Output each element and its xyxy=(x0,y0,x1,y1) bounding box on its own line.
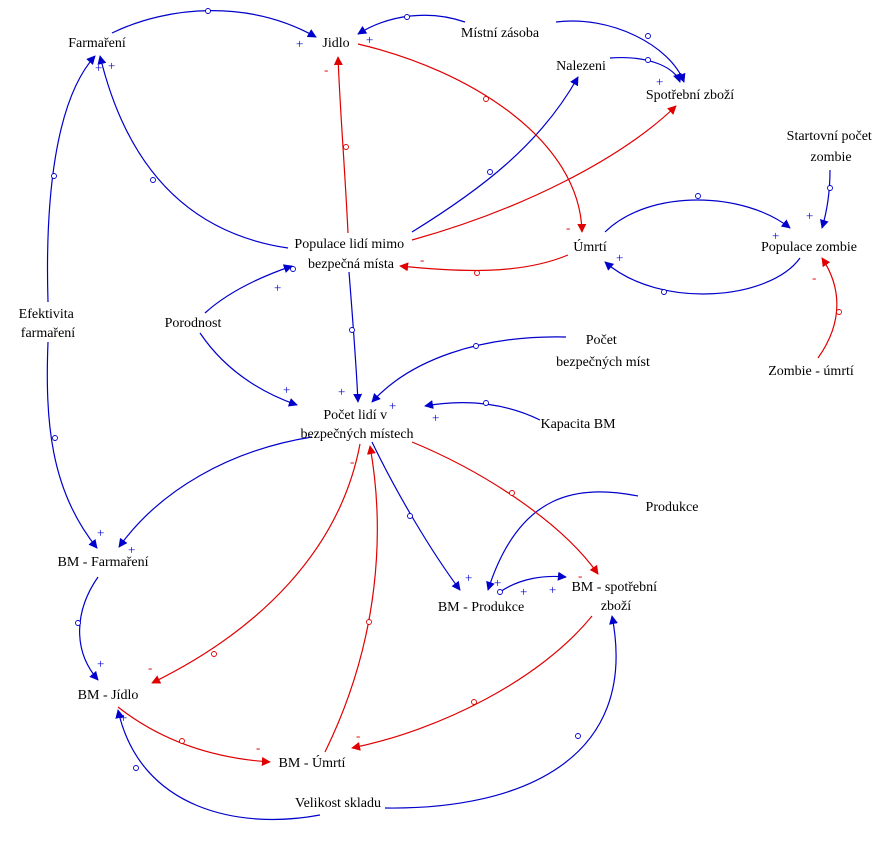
link-jidlo-to-umrti xyxy=(357,43,587,233)
link-startovni-pocet-to-populace-zombie xyxy=(820,169,831,229)
link-populace-lidi-to-pocet-lidi xyxy=(348,271,363,403)
sign-plus: + xyxy=(128,542,135,557)
sign-plus: + xyxy=(772,228,779,243)
sign-plus: + xyxy=(520,584,527,599)
link-mistni-zasoba-to-jidlo xyxy=(357,14,466,35)
node-bm-jidlo: BM - Jídlo xyxy=(78,688,139,703)
sign-plus: + xyxy=(274,280,281,295)
sign-plus: + xyxy=(465,570,472,585)
node-bm-umrti: BM - Úmrtí xyxy=(279,754,346,771)
link-bm-jidlo-to-bm-umrti xyxy=(117,706,271,766)
link-pocet-lidi-to-bm-spotrebni xyxy=(411,441,599,575)
link-umrti-to-populace-lidi xyxy=(399,254,569,272)
node-jidlo: Jidlo xyxy=(322,36,349,51)
link-produkce-to-bm-produkce xyxy=(486,491,639,591)
link-populace-lidi-to-jidlo xyxy=(333,56,349,234)
node-farmareni: Farmaření xyxy=(68,36,126,51)
sign-minus: - xyxy=(668,100,672,115)
sign-plus: + xyxy=(95,60,102,75)
link-pocet-lidi-to-bm-farmareni xyxy=(118,436,313,548)
sign-minus: - xyxy=(566,220,570,235)
sign-minus: - xyxy=(420,252,424,267)
node-bm-spotrebni-zbozi: BM - spotřební zboží xyxy=(571,580,660,614)
sign-minus: - xyxy=(324,62,328,77)
link-farmareni-to-jidlo xyxy=(111,10,317,38)
sign-plus: + xyxy=(97,525,104,540)
link-bm-produkce-to-bm-spotrebni xyxy=(499,571,567,593)
sign-plus: + xyxy=(296,36,303,51)
node-mistni-zasoba: Místní zásoba xyxy=(461,26,540,41)
link-populace-zombie-to-umrti xyxy=(604,257,801,295)
node-pocet-bezpecnych-mist: Počet bezpečných míst xyxy=(556,333,650,370)
node-startovni-pocet-zombie: Startovní počet zombie xyxy=(787,129,876,165)
link-populace-lidi-to-farmareni xyxy=(97,55,289,249)
node-bm-farmareni: BM - Farmaření xyxy=(58,555,149,570)
link-pocet-bezpecnych-to-pocet-lidi xyxy=(371,336,567,403)
node-populace-lidi-mimo-bezpecna-mista: Populace lidí mimo bezpečná místa xyxy=(294,237,407,272)
link-velikost-skladu-to-bm-spotrebni xyxy=(384,615,618,809)
sign-minus: - xyxy=(356,728,360,743)
sign-plus: + xyxy=(120,710,127,725)
sign-plus: + xyxy=(366,32,373,47)
link-efektivita-to-bm-farmareni xyxy=(46,341,98,549)
sign-plus: + xyxy=(549,582,556,597)
sign-plus: + xyxy=(616,250,623,265)
sign-plus: + xyxy=(97,656,104,671)
node-efektivita-farmareni: Efektivita farmaření xyxy=(19,307,78,341)
sign-minus: - xyxy=(350,454,354,469)
link-pocet-lidi-to-bm-produkce xyxy=(371,441,461,591)
link-bm-spotrebni-to-bm-umrti xyxy=(351,615,593,751)
sign-minus: - xyxy=(256,740,260,755)
link-nalezeni-to-spotrebni-zbozi xyxy=(609,56,682,83)
link-porodnost-to-populace-lidi xyxy=(204,264,293,314)
node-bm-produkce: BM - Produkce xyxy=(438,600,524,615)
sign-plus: + xyxy=(494,575,501,590)
link-populace-lidi-to-nalezeni xyxy=(411,76,579,233)
sign-minus: - xyxy=(148,660,152,675)
link-kapacita-bm-to-pocet-lidi xyxy=(424,400,541,421)
node-porodnost: Porodnost xyxy=(165,316,222,331)
link-knots xyxy=(51,8,842,771)
node-velikost-skladu: Velikost skladu xyxy=(295,796,381,811)
sign-plus: + xyxy=(656,74,663,89)
link-porodnost-to-pocet-lidi xyxy=(199,332,298,407)
link-bm-umrti-to-pocet-lidi xyxy=(324,445,378,753)
sign-plus: + xyxy=(389,398,396,413)
node-produkce: Produkce xyxy=(646,500,699,515)
sign-plus: + xyxy=(806,208,813,223)
node-umrti: Úmrtí xyxy=(573,238,607,255)
link-zombie-umrti-to-populace-zombie xyxy=(817,257,838,359)
node-spotrebni-zbozi: Spotřební zboží xyxy=(646,88,734,103)
sign-plus: + xyxy=(338,384,345,399)
link-bm-farmareni-to-bm-jidlo xyxy=(79,576,99,681)
node-pocet-lidi-v-bezpecnych-mistech: Počet lidí v bezpečných místech xyxy=(300,408,413,442)
link-velikost-skladu-to-bm-jidlo xyxy=(115,709,321,821)
link-populace-lidi-to-spotrebni-zbozi xyxy=(411,105,677,241)
node-zombie-umrti: Zombie - úmrtí xyxy=(768,364,854,379)
node-nalezeni: Nalezeni xyxy=(556,59,606,74)
node-kapacita-bm: Kapacita BM xyxy=(540,417,616,432)
link-efektivita-to-farmareni xyxy=(46,55,96,303)
sign-plus: + xyxy=(108,58,115,73)
node-populace-zombie: Populace zombie xyxy=(761,240,857,255)
sign-minus: - xyxy=(578,568,582,583)
node-labels: Farmaření Jidlo Místní zásoba Nalezeni S… xyxy=(19,26,876,811)
negative-links xyxy=(117,43,838,766)
polarity-signs: + + - + + + - + + - + - - + + + + + - + … xyxy=(95,32,816,755)
sign-plus: + xyxy=(432,410,439,425)
link-umrti-to-populace-zombie xyxy=(604,199,791,233)
sign-minus: - xyxy=(812,270,816,285)
link-pocet-lidi-to-bm-jidlo xyxy=(151,443,361,684)
link-mistni-zasoba-to-spotrebni-zbozi xyxy=(555,20,686,83)
sign-plus: + xyxy=(283,382,290,397)
